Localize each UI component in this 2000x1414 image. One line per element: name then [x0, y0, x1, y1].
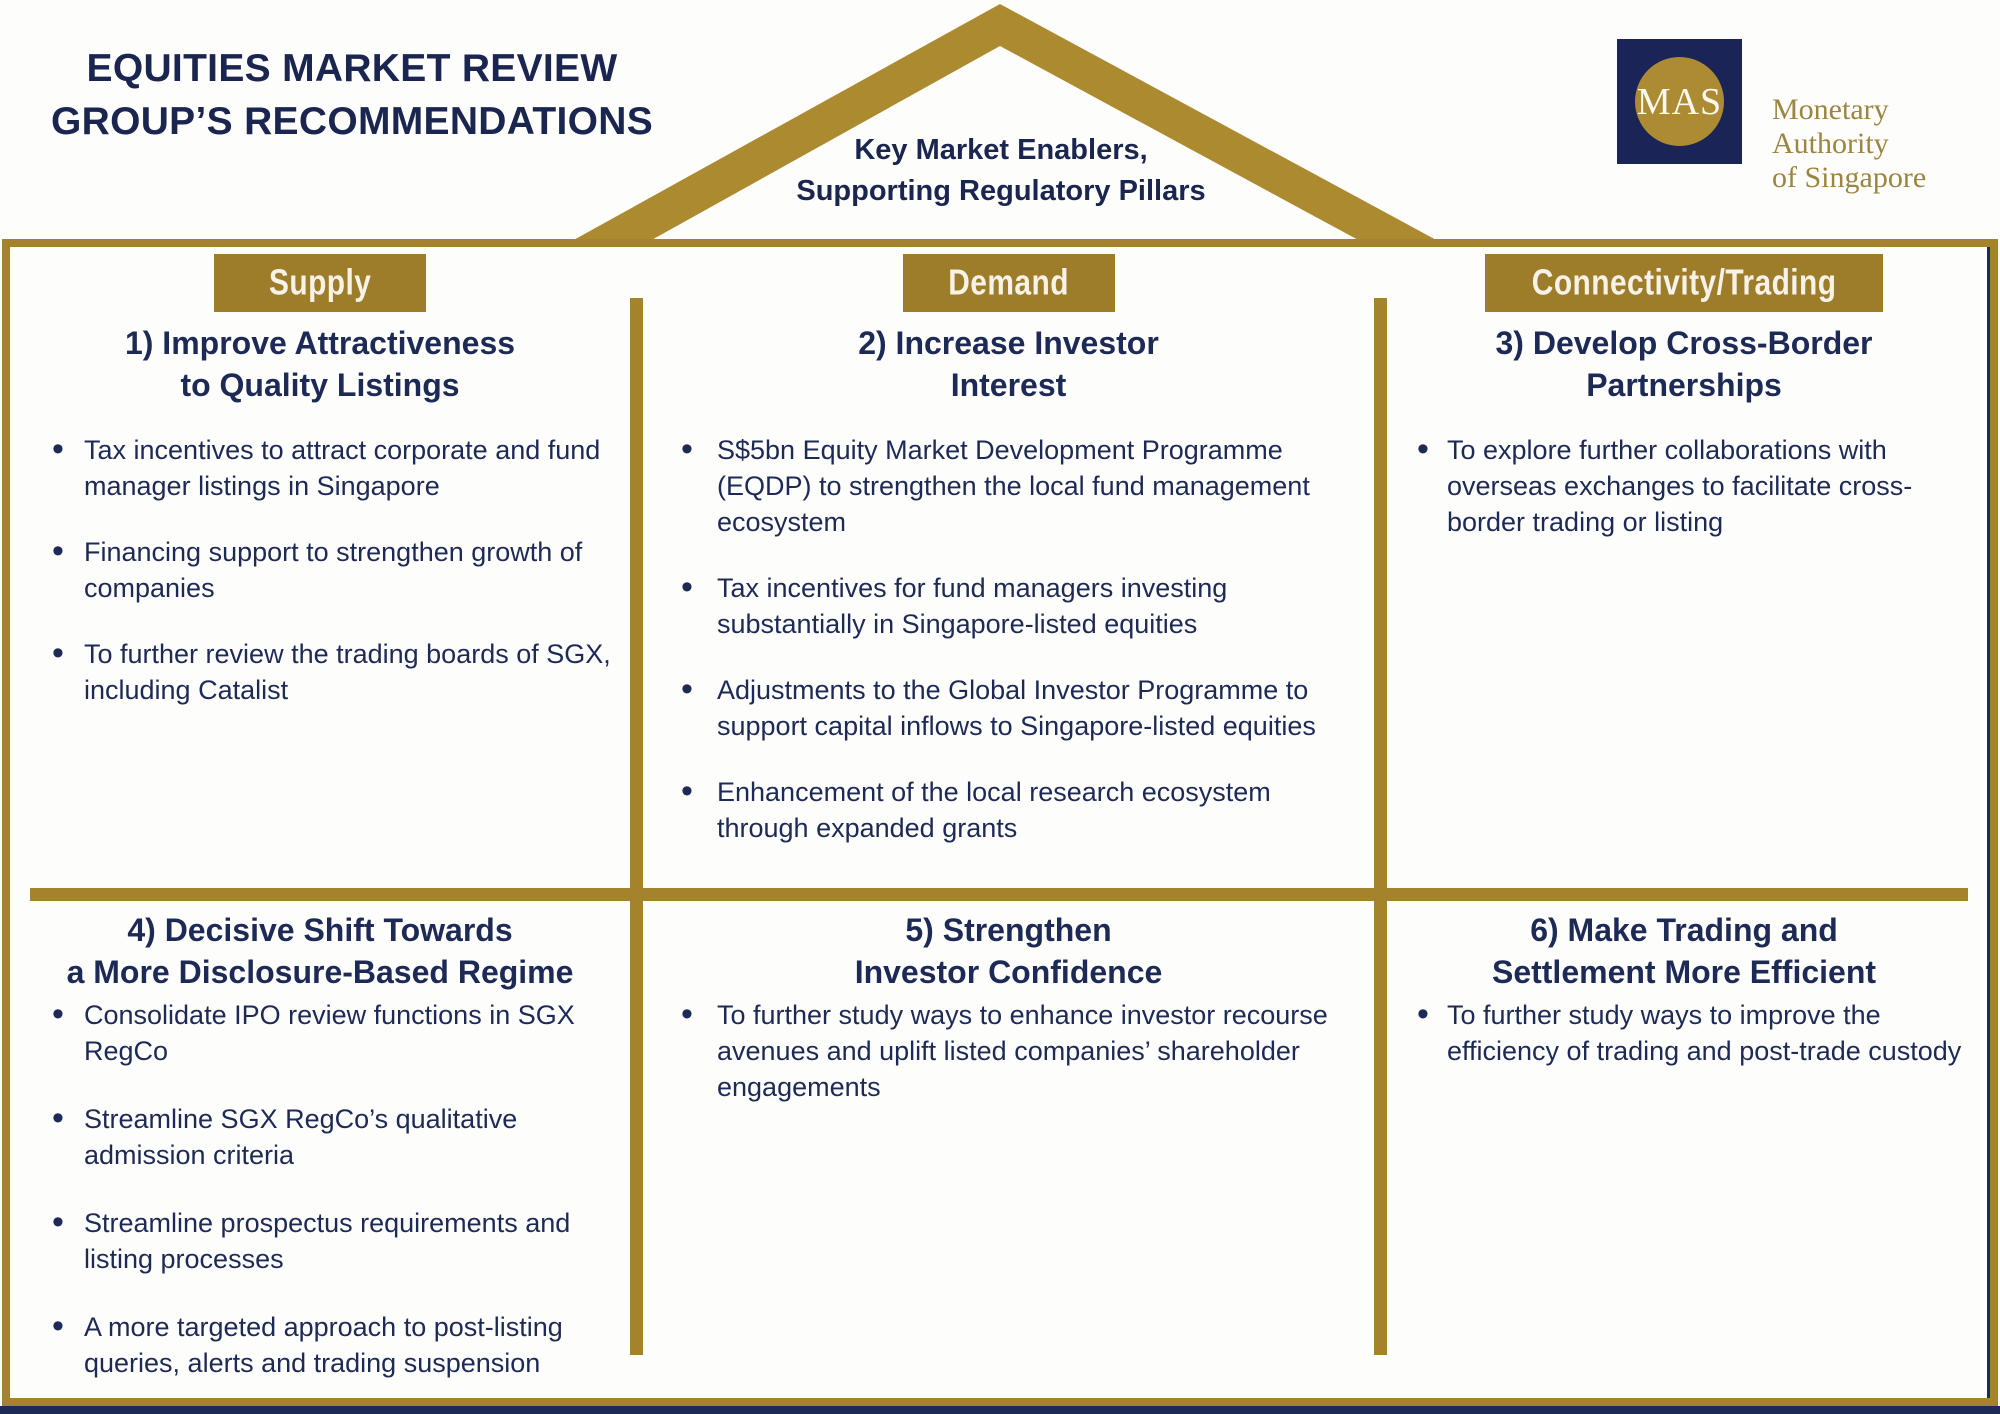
- section-5-title-line1: 5) Strengthen: [905, 912, 1112, 948]
- bullet-item: Enhancement of the local research ecosys…: [679, 773, 1343, 846]
- section-3-title-line1: 3) Develop Cross-Border: [1495, 325, 1873, 361]
- bullet-item: Adjustments to the Global Investor Progr…: [679, 671, 1343, 744]
- section-1-title: 1) Improve Attractiveness to Quality Lis…: [10, 322, 630, 406]
- section-5-cell: 5) Strengthen Investor Confidence To fur…: [643, 901, 1374, 1400]
- section-3-title: 3) Develop Cross-Border Partnerships: [1387, 322, 1981, 406]
- bullet-item: A more targeted approach to post-listing…: [50, 1308, 630, 1381]
- section-2-bullets: S$5bn Equity Market Development Programm…: [679, 431, 1343, 846]
- mas-logo: MAS: [1617, 39, 1742, 164]
- section-1-title-line1: 1) Improve Attractiveness: [124, 325, 516, 361]
- section-5-bullets: To further study ways to enhance investo…: [679, 996, 1343, 1105]
- section-2-title-line1: 2) Increase Investor: [858, 325, 1159, 361]
- section-6-title-line2: Settlement More Efficient: [1491, 954, 1877, 990]
- bottom-accent-strip: [0, 1406, 2000, 1414]
- roof-caption: Key Market Enablers, Supporting Regulato…: [556, 130, 1446, 212]
- section-1-bullets: Tax incentives to attract corporate and …: [50, 431, 630, 708]
- section-4-title-line1: 4) Decisive Shift Towards: [127, 912, 513, 948]
- section-6-title: 6) Make Trading and Settlement More Effi…: [1387, 909, 1981, 993]
- section-2-cell: Demand 2) Increase Investor Interest S$5…: [643, 247, 1374, 888]
- roof-chevron-shape: [570, 4, 1440, 242]
- bullet-item: To further review the trading boards of …: [50, 635, 630, 708]
- section-4-title: 4) Decisive Shift Towards a More Disclos…: [10, 909, 630, 993]
- pillar-header-label: Connectivity/Trading: [1531, 262, 1837, 303]
- bullet-item: Tax incentives for fund managers investi…: [679, 569, 1343, 642]
- bullet-item: S$5bn Equity Market Development Programm…: [679, 431, 1343, 540]
- bullet-item: Tax incentives to attract corporate and …: [50, 431, 630, 504]
- section-4-title-line2: a More Disclosure-Based Regime: [66, 954, 574, 990]
- recommendations-grid: Supply 1) Improve Attractiveness to Qual…: [2, 239, 1998, 1406]
- page-title-line1: EQUITIES MARKET REVIEW: [86, 47, 618, 90]
- section-1-cell: Supply 1) Improve Attractiveness to Qual…: [10, 247, 630, 888]
- page-title: EQUITIES MARKET REVIEW GROUP’S RECOMMEND…: [28, 42, 676, 148]
- bullet-item: Consolidate IPO review functions in SGX …: [50, 996, 630, 1069]
- section-6-title-line1: 6) Make Trading and: [1530, 912, 1838, 948]
- right-accent-line: [1987, 247, 1990, 1398]
- pillar-header-supply: Supply: [214, 254, 426, 312]
- column-divider-1: [630, 298, 643, 1355]
- org-name-line1: Monetary Authority: [1772, 93, 1889, 160]
- roof-caption-line1: Key Market Enablers,: [854, 134, 1148, 166]
- pillar-header-label: Supply: [268, 262, 372, 303]
- section-4-bullets: Consolidate IPO review functions in SGX …: [50, 996, 630, 1381]
- section-5-title-line2: Investor Confidence: [854, 954, 1163, 990]
- pillar-header-connectivity-trading: Connectivity/Trading: [1484, 254, 1884, 312]
- section-6-bullets: To further study ways to improve the eff…: [1415, 996, 1981, 1069]
- bullet-item: To further study ways to improve the eff…: [1415, 996, 1981, 1069]
- page-title-line2: GROUP’S RECOMMENDATIONS: [50, 100, 654, 143]
- pillar-header-label: Demand: [948, 262, 1069, 303]
- section-6-cell: 6) Make Trading and Settlement More Effi…: [1387, 901, 1981, 1400]
- bullet-item: To further study ways to enhance investo…: [679, 996, 1343, 1105]
- mas-logo-circle: MAS: [1635, 57, 1724, 146]
- row-divider: [30, 888, 1968, 901]
- bullet-item: Streamline prospectus requirements and l…: [50, 1204, 630, 1277]
- roof-caption-line2: Supporting Regulatory Pillars: [796, 175, 1206, 207]
- bullet-item: To explore further collaborations with o…: [1415, 431, 1981, 540]
- org-name: Monetary Authority of Singapore: [1772, 93, 2000, 195]
- section-4-cell: 4) Decisive Shift Towards a More Disclos…: [10, 901, 630, 1400]
- pillar-header-demand: Demand: [902, 254, 1115, 312]
- section-3-title-line2: Partnerships: [1586, 367, 1782, 403]
- section-5-title: 5) Strengthen Investor Confidence: [643, 909, 1374, 993]
- column-divider-2: [1374, 298, 1387, 1355]
- section-3-bullets: To explore further collaborations with o…: [1415, 431, 1981, 540]
- bullet-item: Financing support to strengthen growth o…: [50, 533, 630, 606]
- section-2-title: 2) Increase Investor Interest: [643, 322, 1374, 406]
- section-3-cell: Connectivity/Trading 3) Develop Cross-Bo…: [1387, 247, 1981, 888]
- mas-monogram: MAS: [1636, 80, 1723, 123]
- section-2-title-line2: Interest: [950, 367, 1067, 403]
- org-name-line2: of Singapore: [1772, 161, 1927, 194]
- bullet-item: Streamline SGX RegCo’s qualitative admis…: [50, 1100, 630, 1173]
- section-1-title-line2: to Quality Listings: [180, 367, 460, 403]
